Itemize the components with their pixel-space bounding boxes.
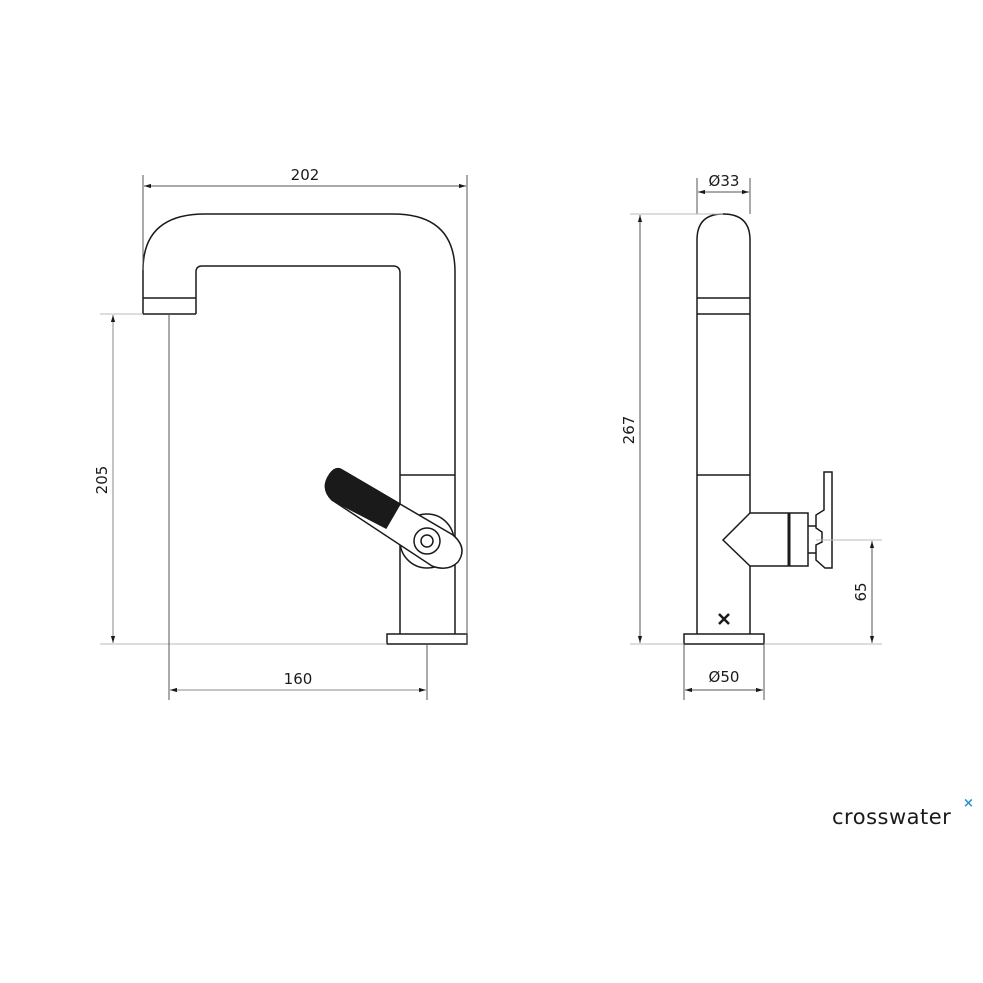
side-base-plate — [683, 633, 765, 645]
front-dimensions — [100, 175, 468, 700]
dim-base-diameter: Ø50 — [709, 668, 740, 686]
dim-overall-width: 202 — [291, 166, 320, 184]
brand-logo-mark-icon: × — [963, 796, 974, 811]
spout-inner-outline — [195, 265, 401, 475]
lever-knurled-grip — [324, 467, 402, 529]
handle-cylinder — [721, 512, 809, 567]
side-lever-plate — [815, 471, 833, 569]
base-plate — [386, 633, 468, 645]
side-body-outline — [696, 213, 751, 634]
spout-outer-outline — [142, 213, 456, 475]
dim-handle-height: 65 — [852, 582, 870, 601]
dim-spout-reach: 160 — [284, 670, 313, 688]
dim-overall-height: 267 — [620, 416, 638, 445]
dim-spout-height: 205 — [93, 466, 111, 495]
brand-x-mark — [718, 613, 730, 625]
front-view — [142, 213, 468, 645]
side-view — [683, 213, 833, 645]
side-dimensions — [630, 178, 882, 700]
dim-spout-diameter: Ø33 — [709, 172, 740, 190]
brand-logo: crosswater — [832, 805, 952, 829]
